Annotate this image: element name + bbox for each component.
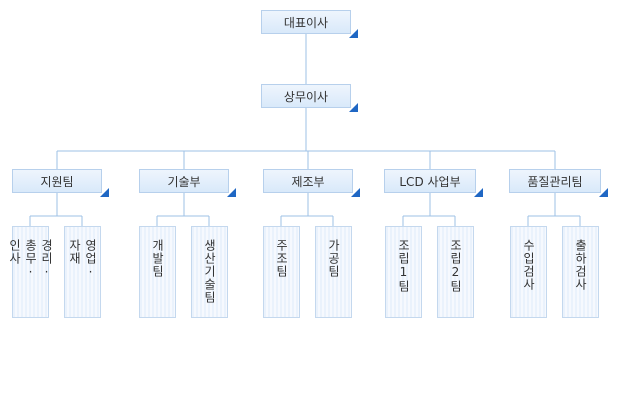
dept-engineering-label: 기술부 xyxy=(167,174,201,189)
dept-lcd-label: LCD 사업부 xyxy=(399,174,461,189)
team-assembly-1-label: 조립1팀 xyxy=(396,239,411,293)
team-production-engineering: 생산기술팀 xyxy=(191,226,228,318)
ceo-label: 대표이사 xyxy=(283,15,329,30)
team-development: 개발팀 xyxy=(139,226,176,318)
team-assembly-2-label: 조립2팀 xyxy=(448,239,463,293)
team-machining: 가공팀 xyxy=(315,226,352,318)
team-sales-materials-text: 영업· 자재 xyxy=(68,239,98,317)
team-accounting-admin-hr-text: 경리· 총무· 인사 xyxy=(8,239,54,317)
dept-engineering: 기술부 xyxy=(139,169,236,197)
team-text-line: 자재 xyxy=(67,239,82,265)
team-outgoing-inspection-label: 출하검사 xyxy=(573,239,588,291)
dept-quality: 품질관리팀 xyxy=(509,169,608,197)
team-assembly-2: 조립2팀 xyxy=(437,226,474,318)
team-machining-label: 가공팀 xyxy=(326,239,341,278)
team-production-engineering-label: 생산기술팀 xyxy=(202,239,217,304)
team-casting-label: 주조팀 xyxy=(274,239,289,278)
team-text-line: 인사 xyxy=(7,239,22,265)
team-text-line: 총무· xyxy=(23,239,38,280)
dept-manufacturing-label: 제조부 xyxy=(291,174,325,189)
dept-quality-label: 품질관리팀 xyxy=(527,174,583,189)
director-box: 상무이사 xyxy=(261,84,358,112)
team-outgoing-inspection: 출하검사 xyxy=(562,226,599,318)
dept-lcd: LCD 사업부 xyxy=(384,169,483,197)
team-casting: 주조팀 xyxy=(263,226,300,318)
team-development-label: 개발팀 xyxy=(150,239,165,278)
team-incoming-inspection: 수입검사 xyxy=(510,226,547,318)
dept-support-label: 지원팀 xyxy=(40,174,74,189)
team-text-line: 경리· xyxy=(39,239,54,280)
ceo-box: 대표이사 xyxy=(261,10,358,38)
director-label: 상무이사 xyxy=(283,89,329,104)
dept-manufacturing: 제조부 xyxy=(263,169,360,197)
team-text-line: 영업· xyxy=(83,239,98,280)
team-accounting-admin-hr: 경리· 총무· 인사 xyxy=(8,226,54,318)
team-assembly-1: 조립1팀 xyxy=(385,226,422,318)
team-sales-materials: 영업· 자재 xyxy=(64,226,101,318)
dept-support: 지원팀 xyxy=(12,169,109,197)
team-incoming-inspection-label: 수입검사 xyxy=(521,239,536,291)
